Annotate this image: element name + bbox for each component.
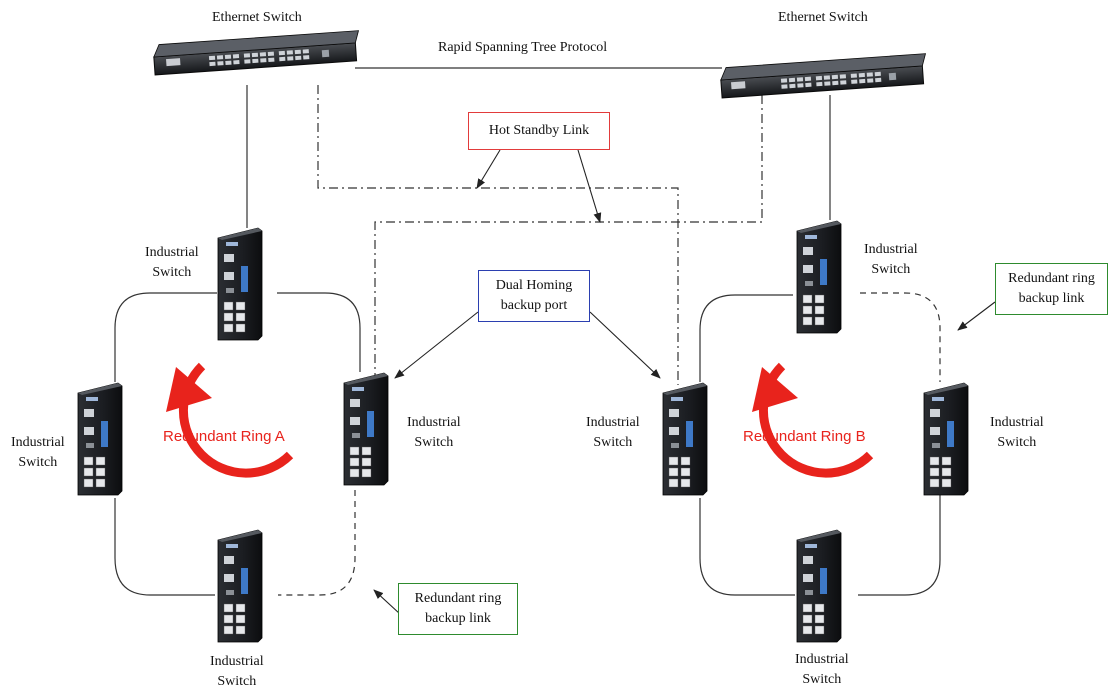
industrial-line1: Industrial <box>795 652 849 667</box>
solid-links <box>114 67 941 596</box>
backup-link-right-line1: Redundant ring <box>1008 271 1095 286</box>
industrial-switch-a-right <box>343 372 389 486</box>
industrial-switch-b-left <box>662 382 708 496</box>
hot-standby-callout: Hot Standby Link <box>468 112 610 150</box>
rstp-label: Rapid Spanning Tree Protocol <box>438 40 608 55</box>
ethernet-switch-left <box>153 30 360 76</box>
industrial-label-b-top: Industrial Switch <box>864 240 918 280</box>
ring-b-top-left <box>699 294 793 382</box>
ring-backup-links <box>278 292 941 596</box>
industrial-line1: Industrial <box>11 435 65 450</box>
dual-homing-callout: Dual Homing backup port <box>478 270 590 322</box>
ring-a-bottom-left <box>114 498 215 596</box>
backup-link-left-line2: backup link <box>425 611 491 626</box>
dual-homing-arrow-1 <box>394 311 479 379</box>
industrial-switch-a-top <box>217 227 263 341</box>
ring-a-backup-link <box>278 490 356 596</box>
backup-link-arrow-right <box>957 301 996 331</box>
ring-b-label: Redundant Ring B <box>743 428 866 445</box>
industrial-line1: Industrial <box>990 415 1044 430</box>
hot-standby-link-2 <box>374 95 763 385</box>
ring-a-top-left <box>114 292 217 382</box>
industrial-label-a-left: Industrial Switch <box>11 433 65 473</box>
industrial-label-b-left: Industrial Switch <box>586 413 640 453</box>
ethernet-switch-left-label: Ethernet Switch <box>212 10 302 25</box>
backup-link-left-line1: Redundant ring <box>414 591 502 606</box>
industrial-switch-a-bottom <box>217 529 263 643</box>
dual-homing-line1: Dual Homing <box>495 278 573 293</box>
industrial-line2: Switch <box>997 435 1037 450</box>
callout-arrows <box>373 149 996 615</box>
dual-homing-arrow-2 <box>589 311 661 379</box>
hot-standby-link-1 <box>317 85 679 385</box>
industrial-switch-b-bottom <box>796 529 842 643</box>
ring-b-bottom-right <box>858 490 941 596</box>
backup-link-callout-left: Redundant ring backup link <box>398 583 518 635</box>
ring-b-backup-link <box>860 292 941 382</box>
industrial-switch-b-right <box>923 382 969 496</box>
industrial-switch-b-top <box>796 220 842 334</box>
industrial-line2: Switch <box>871 262 911 277</box>
ring-a-arrow <box>166 362 294 478</box>
backup-link-right-line2: backup link <box>1018 291 1085 306</box>
ethernet-switch-right-label: Ethernet Switch <box>778 10 868 25</box>
backup-link-callout-right: Redundant ring backup link <box>995 263 1108 315</box>
dual-homing-line2: backup port <box>500 298 568 313</box>
industrial-line2: Switch <box>18 455 58 470</box>
hot-standby-arrow-1 <box>476 149 501 189</box>
industrial-label-a-bottom: Industrial Switch <box>210 652 264 692</box>
backup-link-arrow-left <box>373 589 401 615</box>
ring-b-bottom-left <box>699 498 795 596</box>
hot-standby-arrow-2 <box>577 149 602 223</box>
ethernet-switch-right <box>720 53 927 99</box>
industrial-line1: Industrial <box>407 415 461 430</box>
industrial-label-a-top: Industrial Switch <box>145 243 199 283</box>
industrial-line2: Switch <box>593 435 633 450</box>
industrial-label-b-right: Industrial Switch <box>990 413 1044 453</box>
industrial-line1: Industrial <box>145 245 199 260</box>
industrial-line2: Switch <box>217 674 257 689</box>
industrial-label-b-bottom: Industrial Switch <box>795 650 849 690</box>
industrial-line1: Industrial <box>210 654 264 669</box>
industrial-line2: Switch <box>802 672 842 687</box>
ring-a-label: Redundant Ring A <box>163 428 285 445</box>
industrial-switch-a-left <box>77 382 123 496</box>
ring-a-top-right <box>277 292 361 372</box>
hot-standby-links <box>317 85 763 385</box>
industrial-label-a-right: Industrial Switch <box>407 413 461 453</box>
hot-standby-text: Hot Standby Link <box>488 123 590 138</box>
industrial-line2: Switch <box>152 265 192 280</box>
industrial-line1: Industrial <box>864 242 918 257</box>
industrial-line2: Switch <box>414 435 454 450</box>
ring-b-arrow <box>752 362 874 478</box>
industrial-line1: Industrial <box>586 415 640 430</box>
